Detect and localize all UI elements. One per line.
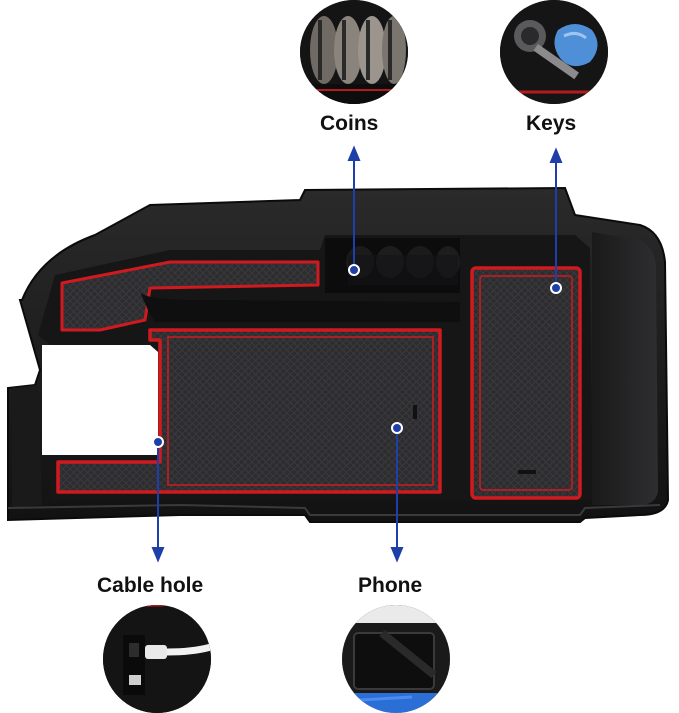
coin-slots	[346, 246, 460, 285]
cable-hole-photo	[103, 605, 211, 713]
divider-wall	[140, 292, 460, 322]
phone-photo	[342, 605, 450, 713]
coins-label: Coins	[320, 112, 379, 135]
keys-mat-inner-trim	[479, 275, 573, 491]
phone-label: Phone	[358, 574, 423, 597]
keys-label: Keys	[526, 112, 577, 135]
channel-mat	[60, 260, 320, 332]
tray-base-edge	[7, 503, 661, 516]
cable-hole-opening	[42, 345, 158, 455]
phone-mat-inner-trim	[167, 336, 434, 486]
coins-photo	[300, 0, 408, 104]
keys-mat	[470, 266, 582, 500]
cable-hole-label: Cable hole	[97, 574, 204, 597]
keys-photo	[500, 0, 608, 104]
tray-left-lip	[12, 385, 42, 508]
tray-right-wall	[592, 232, 658, 505]
pointer-lines	[151, 145, 563, 563]
phone-mat	[56, 328, 442, 494]
